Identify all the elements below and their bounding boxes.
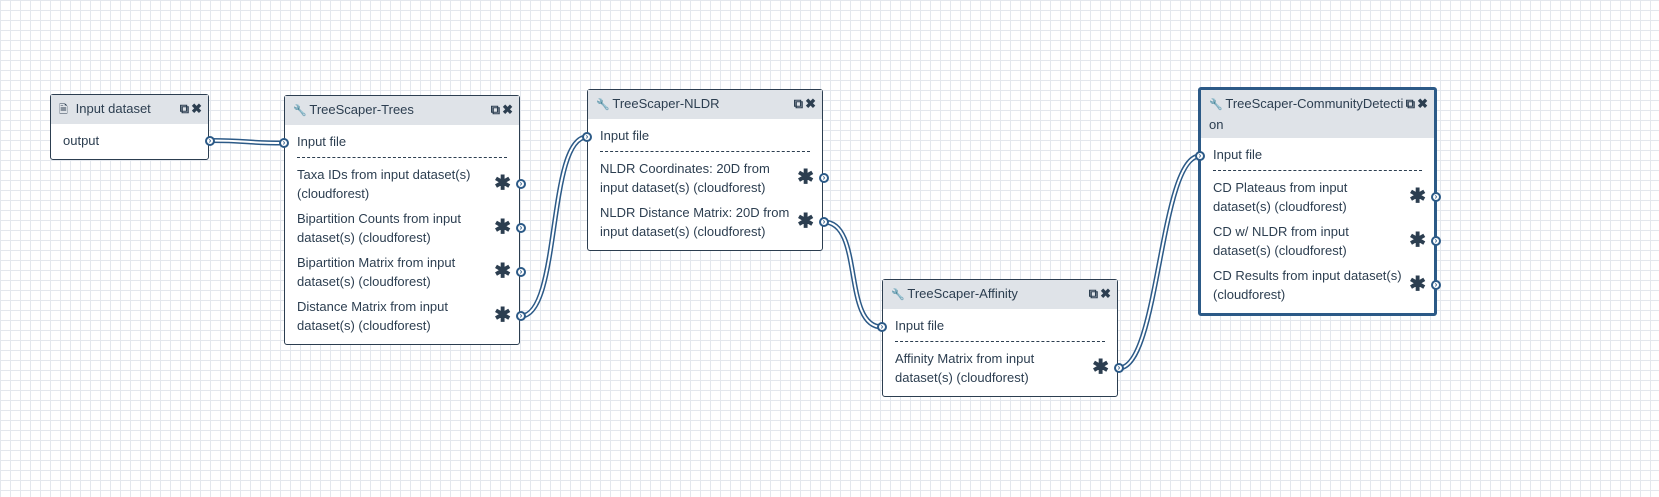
output-label: CD Plateaus from input dataset(s) (cloud… [1213, 180, 1348, 214]
asterisk-icon: ✱ [494, 304, 511, 327]
node-input-dataset[interactable]: 🗎 Input dataset ⧉✖ output › [50, 94, 215, 160]
input-label: Input file [1213, 147, 1263, 162]
input-label: Input file [895, 318, 945, 333]
close-icon[interactable]: ✖ [502, 102, 513, 117]
copy-icon[interactable]: ⧉ [793, 96, 804, 111]
copy-icon[interactable]: ⧉ [1405, 96, 1416, 111]
asterisk-icon: ✱ [494, 260, 511, 283]
output-terminal[interactable]: › [1431, 280, 1441, 290]
node-title: TreeScaper-NLDR [612, 96, 720, 111]
asterisk-icon: ✱ [1409, 185, 1426, 208]
wrench-icon: 🔧 [293, 105, 307, 117]
output-label: CD Results from input dataset(s) (cloudf… [1213, 268, 1402, 302]
output-terminal[interactable]: › [516, 267, 526, 277]
input-terminal[interactable]: › [877, 322, 887, 332]
wrench-icon: 🔧 [891, 289, 905, 301]
copy-icon[interactable]: ⧉ [179, 101, 190, 116]
file-icon: 🗎 [59, 104, 68, 116]
output-terminal[interactable]: › [516, 223, 526, 233]
wrench-icon: 🔧 [596, 99, 610, 111]
node-header[interactable]: 🗎 Input dataset ⧉✖ [51, 95, 208, 124]
copy-icon[interactable]: ⧉ [1088, 286, 1099, 301]
asterisk-icon: ✱ [494, 172, 511, 195]
output-label: Bipartition Matrix from input dataset(s)… [297, 255, 456, 289]
close-icon[interactable]: ✖ [805, 96, 816, 111]
input-row: › Input file [582, 123, 810, 152]
input-terminal[interactable]: › [1195, 151, 1205, 161]
copy-icon[interactable]: ⧉ [490, 102, 501, 117]
output-label: output [63, 133, 100, 148]
wrench-icon: 🔧 [1209, 99, 1223, 111]
connection-link-inner [520, 136, 588, 317]
input-row: › Input file [279, 129, 507, 158]
output-terminal[interactable]: › [1431, 192, 1441, 202]
output-terminal[interactable]: › [205, 135, 215, 146]
node-treescaper-communitydetection[interactable]: 🔧 TreeScaper-CommunityDetection ⧉✖ › Inp… [1195, 87, 1441, 316]
node-header[interactable]: 🔧 TreeScaper-CommunityDetection ⧉✖ [1201, 90, 1434, 138]
asterisk-icon: ✱ [494, 216, 511, 239]
input-row: › Input file [1195, 142, 1422, 171]
output-terminal[interactable]: › [516, 311, 526, 321]
node-title: TreeScaper-Trees [309, 102, 414, 117]
node-header[interactable]: 🔧 TreeScaper-NLDR ⧉✖ [588, 90, 822, 119]
output-terminal[interactable]: › [1114, 363, 1124, 373]
node-title: Input dataset [75, 101, 151, 116]
output-row: Distance Matrix from input dataset(s) (c… [297, 294, 526, 338]
asterisk-icon: ✱ [1092, 356, 1109, 379]
input-label: Input file [600, 128, 650, 143]
node-treescaper-nldr[interactable]: 🔧 TreeScaper-NLDR ⧉✖ › Input file NLDR C… [582, 89, 829, 251]
input-terminal[interactable]: › [279, 138, 289, 148]
output-label: CD w/ NLDR from input dataset(s) (cloudf… [1213, 224, 1349, 258]
output-label: Taxa IDs from input dataset(s) (cloudfor… [297, 167, 471, 201]
node-title: TreeScaper-Affinity [907, 286, 1018, 301]
output-row: Taxa IDs from input dataset(s) (cloudfor… [297, 162, 526, 206]
asterisk-icon: ✱ [797, 166, 814, 189]
connection-link-inner [823, 221, 883, 328]
output-row: CD Plateaus from input dataset(s) (cloud… [1213, 175, 1441, 219]
close-icon[interactable]: ✖ [1100, 286, 1111, 301]
node-header[interactable]: 🔧 TreeScaper-Trees ⧉✖ [285, 96, 519, 125]
input-terminal[interactable]: › [582, 132, 592, 142]
output-row: Bipartition Matrix from input dataset(s)… [297, 250, 526, 294]
connection-link-inner [1118, 155, 1201, 369]
node-treescaper-trees[interactable]: 🔧 TreeScaper-Trees ⧉✖ › Input file Taxa … [279, 95, 526, 345]
input-row: › Input file [877, 313, 1105, 342]
output-row: Bipartition Counts from input dataset(s)… [297, 206, 526, 250]
output-row: CD w/ NLDR from input dataset(s) (cloudf… [1213, 219, 1441, 263]
node-title: TreeScaper-CommunityDetection [1209, 96, 1404, 132]
node-header[interactable]: 🔧 TreeScaper-Affinity ⧉✖ [883, 280, 1117, 309]
output-terminal[interactable]: › [819, 173, 829, 183]
output-label: NLDR Distance Matrix: 20D from input dat… [600, 205, 790, 239]
asterisk-icon: ✱ [1409, 229, 1426, 252]
output-label: NLDR Coordinates: 20D from input dataset… [600, 161, 770, 195]
close-icon[interactable]: ✖ [1417, 96, 1428, 111]
node-treescaper-affinity[interactable]: 🔧 TreeScaper-Affinity ⧉✖ › Input file Af… [877, 279, 1124, 397]
output-terminal[interactable]: › [516, 179, 526, 189]
asterisk-icon: ✱ [797, 210, 814, 233]
output-row: Affinity Matrix from input dataset(s) (c… [895, 346, 1124, 390]
output-row: CD Results from input dataset(s) (cloudf… [1213, 263, 1441, 307]
output-terminal[interactable]: › [1431, 236, 1441, 246]
output-label: Affinity Matrix from input dataset(s) (c… [895, 351, 1035, 385]
asterisk-icon: ✱ [1409, 273, 1426, 296]
output-terminal[interactable]: › [819, 217, 829, 227]
close-icon[interactable]: ✖ [191, 101, 202, 116]
output-row: NLDR Coordinates: 20D from input dataset… [600, 156, 829, 200]
output-row: output › [63, 128, 215, 153]
connection-link-inner [209, 139, 285, 144]
output-row: NLDR Distance Matrix: 20D from input dat… [600, 200, 829, 244]
output-label: Bipartition Counts from input dataset(s)… [297, 211, 462, 245]
input-label: Input file [297, 134, 347, 149]
output-label: Distance Matrix from input dataset(s) (c… [297, 299, 448, 333]
